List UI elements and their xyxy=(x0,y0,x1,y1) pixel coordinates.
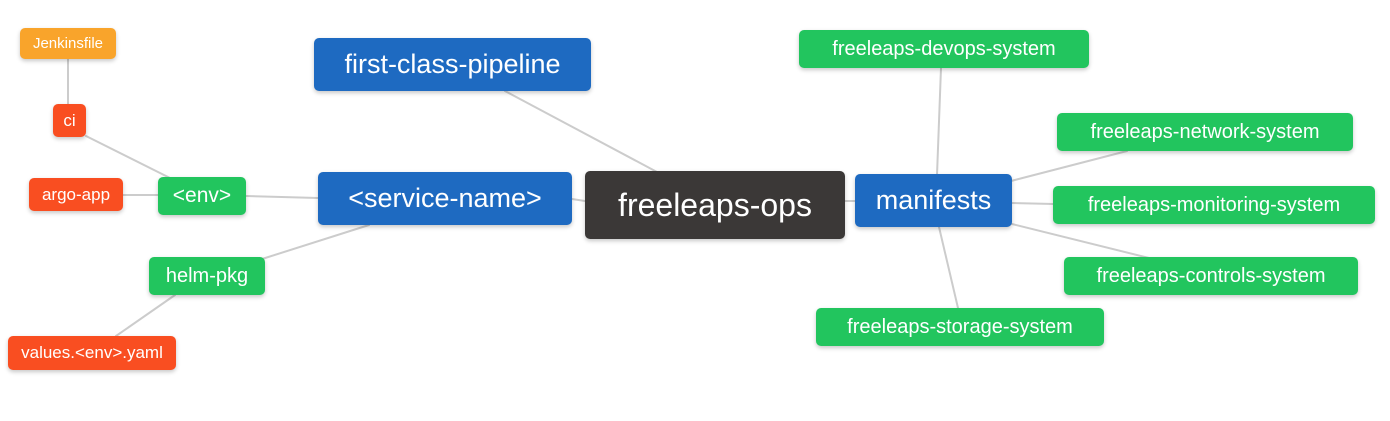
node-service-name[interactable]: <service-name> xyxy=(318,172,572,225)
node-values-env-yaml[interactable]: values.<env>.yaml xyxy=(8,336,176,370)
node-freeleaps-monitoring-system[interactable]: freeleaps-monitoring-system xyxy=(1053,186,1375,224)
edge-env-service-name xyxy=(245,195,319,199)
edge-helm-pkg-values xyxy=(115,294,176,337)
edge-manifests-storage xyxy=(938,226,959,309)
node-freeleaps-storage-system[interactable]: freeleaps-storage-system xyxy=(816,308,1104,346)
node-freeleaps-ops[interactable]: freeleaps-ops xyxy=(585,171,845,239)
node-ci[interactable]: ci xyxy=(53,104,86,137)
node-argo-app[interactable]: argo-app xyxy=(29,178,123,211)
node-freeleaps-network-system[interactable]: freeleaps-network-system xyxy=(1057,113,1353,151)
node-freeleaps-devops-system[interactable]: freeleaps-devops-system xyxy=(799,30,1089,68)
edge-manifests-network xyxy=(1010,150,1128,182)
edge-service-name-ops xyxy=(571,198,586,202)
node-freeleaps-controls-system[interactable]: freeleaps-controls-system xyxy=(1064,257,1358,295)
node-manifests[interactable]: manifests xyxy=(855,174,1012,227)
node-first-class-pipeline[interactable]: first-class-pipeline xyxy=(314,38,591,91)
edge-ci-env xyxy=(85,135,171,179)
node-env[interactable]: <env> xyxy=(158,177,246,215)
edge-manifests-devops xyxy=(936,67,942,176)
edge-pipeline-ops xyxy=(504,90,658,173)
edge-manifests-monitoring xyxy=(1010,202,1055,205)
node-helm-pkg[interactable]: helm-pkg xyxy=(149,257,265,295)
edge-manifests-controls xyxy=(1011,223,1150,259)
node-jenkinsfile[interactable]: Jenkinsfile xyxy=(20,28,116,59)
edge-service-name-helm-pkg xyxy=(261,224,370,260)
